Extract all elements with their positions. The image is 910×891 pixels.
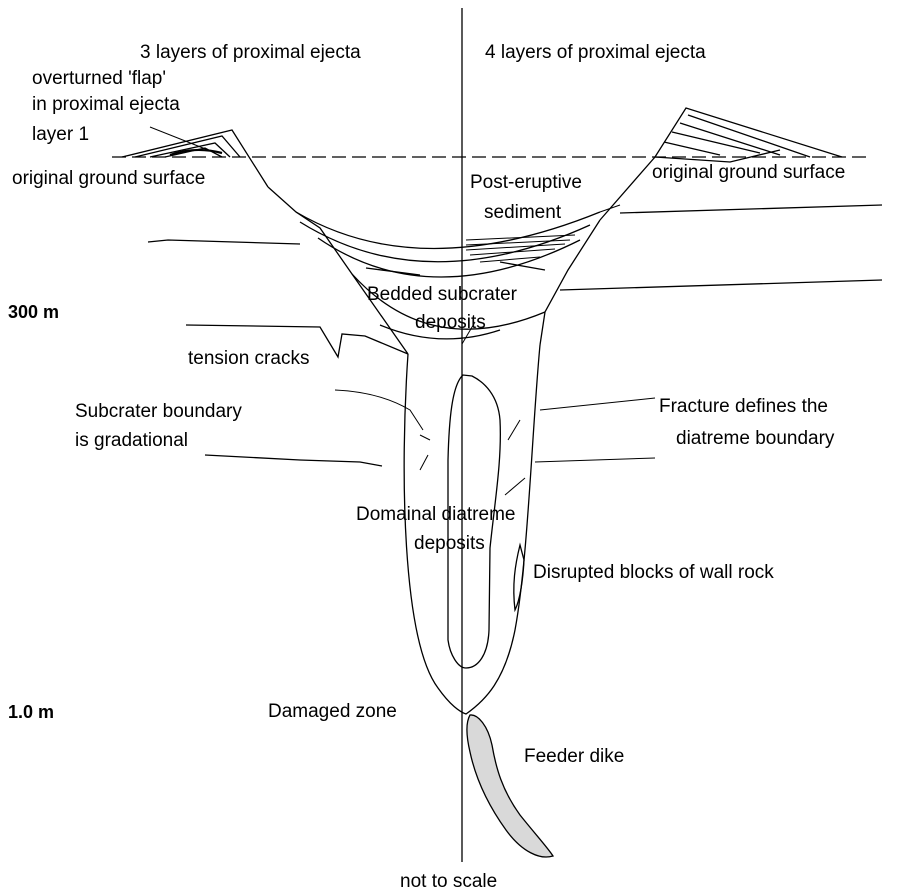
label-ground-right: original ground surface [652,162,845,183]
label-bedded-line1: Bedded subcrater [367,284,518,305]
label-flap-line3: layer 1 [32,124,89,145]
label-post-eruptive-line1: Post-eruptive [470,172,582,193]
label-ejecta-right: 4 layers of proximal ejecta [485,42,706,63]
disrupted-wall-rock-blocks [514,545,524,610]
label-subcrater-line2: is gradational [75,430,188,451]
feeder-dike-shape [467,715,553,857]
label-subcrater-line1: Subcrater boundary [75,401,242,422]
label-flap-line2: in proximal ejecta [32,94,180,115]
label-bedded-line2: deposits [415,312,486,333]
label-feeder-dike: Feeder dike [524,746,624,767]
label-damaged-zone: Damaged zone [268,701,397,722]
diatreme-outline [404,345,540,714]
label-fracture-line1: Fracture defines the [659,396,828,417]
label-ejecta-left: 3 layers of proximal ejecta [140,42,361,63]
label-post-eruptive-line2: sediment [484,202,562,223]
label-domainal-line2: deposits [414,533,485,554]
label-flap-line1: overturned 'flap' [32,68,166,89]
crater-wall-right [540,220,600,345]
label-ground-left: original ground surface [12,168,205,189]
label-fracture-line2: diatreme boundary [676,428,835,449]
label-domainal-line1: Domainal diatreme [356,504,515,525]
label-disrupted-blocks: Disrupted blocks of wall rock [533,562,774,583]
country-rock-strata [148,205,882,466]
scale-label-1m: 1.0 m [8,702,54,722]
scale-label-300m: 300 m [8,302,59,322]
label-not-to-scale: not to scale [400,871,497,891]
label-tension-cracks: tension cracks [188,348,309,369]
